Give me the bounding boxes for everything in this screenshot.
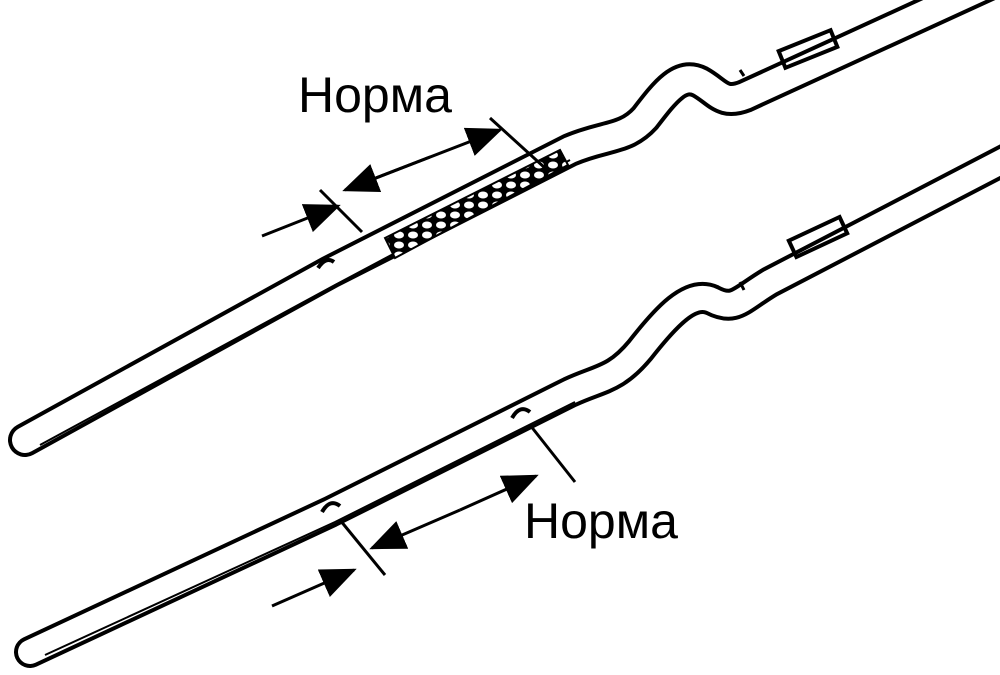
max-notch — [510, 407, 532, 420]
oil-film-marking — [383, 148, 570, 260]
stamped-marking — [786, 214, 850, 260]
lower-level-label: Норма — [524, 493, 678, 549]
upper-dimension — [261, 116, 547, 238]
stamped-marking — [776, 27, 840, 71]
upper-level-label: Норма — [298, 67, 452, 123]
min-notch — [316, 258, 336, 270]
lower-dipstick — [14, 144, 1000, 668]
lower-dimension — [271, 424, 577, 608]
min-notch — [320, 501, 342, 514]
upper-dipstick — [8, 0, 996, 457]
